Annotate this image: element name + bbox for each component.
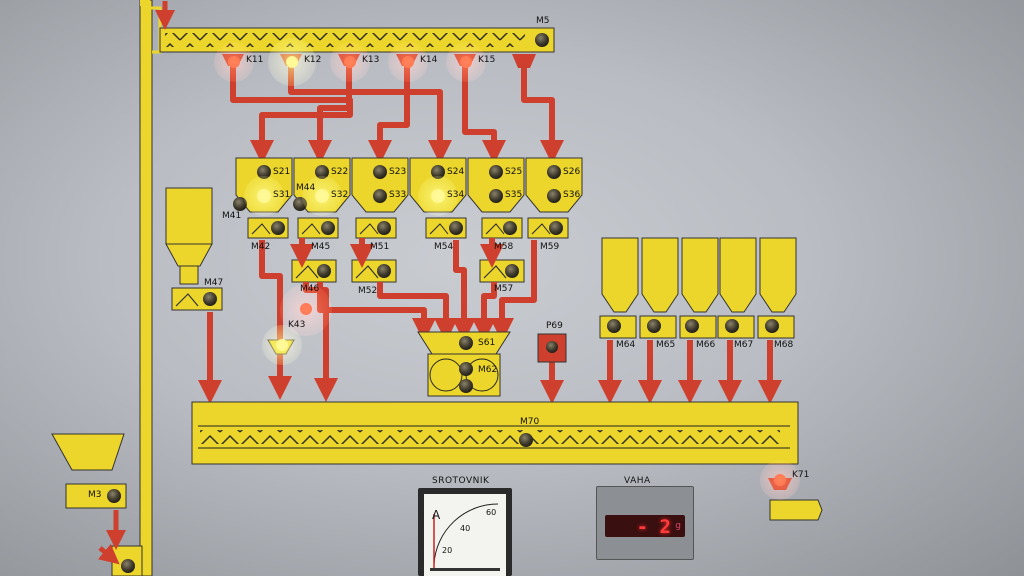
ammeter-title: SROTOVNIK [432, 476, 490, 486]
ammeter-scale-40: 40 [460, 524, 471, 533]
label-k71: K71 [792, 470, 810, 480]
label-s34: S34 [447, 190, 465, 200]
label-m68: M68 [774, 340, 794, 350]
label-m57: M57 [494, 284, 514, 294]
label-m51: M51 [370, 242, 390, 252]
ammeter-scale-20: 20 [442, 546, 453, 555]
label-s24: S24 [447, 167, 465, 177]
label-k12: K12 [304, 55, 322, 65]
scale-title: VAHA [624, 476, 651, 486]
label-s61: S61 [478, 338, 496, 348]
label-k13: K13 [362, 55, 380, 65]
label-m67: M67 [734, 340, 754, 350]
label-s35: S35 [505, 190, 523, 200]
label-m47: M47 [204, 278, 224, 288]
label-s25: S25 [505, 167, 523, 177]
label-m44: M44 [296, 183, 316, 193]
ammeter-scale-60: 60 [486, 508, 497, 517]
ammeter-unit: A [432, 508, 441, 522]
right-silo-pipes [598, 340, 782, 404]
label-s21: S21 [273, 167, 291, 177]
ammeter-scale [430, 503, 500, 571]
label-m59: M59 [540, 242, 560, 252]
m3-transfer-arrow [97, 543, 120, 565]
label-m52: M52 [358, 286, 378, 296]
label-m66: M66 [696, 340, 716, 350]
label-k11: K11 [246, 55, 264, 65]
hopper-m3 [51, 433, 143, 576]
label-s36: S36 [563, 190, 581, 200]
label-s32: S32 [331, 190, 349, 200]
scale-readout: - 2 g [605, 515, 685, 538]
weighing-scale-display: - 2 g [596, 486, 694, 560]
label-s31: S31 [273, 190, 291, 200]
top-conveyor-m5 [155, 1, 555, 53]
label-m58: M58 [494, 242, 514, 252]
label-m70: M70 [520, 417, 540, 427]
screw-feeders-row1 [247, 217, 569, 239]
scale-digits: - 2 [636, 516, 671, 538]
label-m46: M46 [300, 284, 320, 294]
label-s33: S33 [389, 190, 407, 200]
label-s22: S22 [331, 167, 349, 177]
left-supply-pipe [139, 0, 162, 576]
ammeter-face: A 20 40 60 [424, 494, 506, 576]
label-k15: K15 [478, 55, 496, 65]
label-m45: M45 [311, 242, 331, 252]
label-m64: M64 [616, 340, 636, 350]
label-m62: M62 [478, 365, 498, 375]
silo-m47 [165, 187, 223, 311]
label-m41: M41 [222, 211, 242, 221]
label-s26: S26 [563, 167, 581, 177]
label-m5: M5 [536, 16, 550, 26]
status-knobs [107, 33, 779, 573]
label-m42: M42 [251, 242, 271, 252]
label-k43: K43 [288, 320, 306, 330]
label-m65: M65 [656, 340, 676, 350]
label-m54: M54 [434, 242, 454, 252]
ammeter: A 20 40 60 [418, 488, 512, 576]
label-p69: P69 [546, 321, 563, 331]
distribution-pipes [230, 66, 564, 164]
label-k14: K14 [420, 55, 438, 65]
label-s23: S23 [389, 167, 407, 177]
main-conveyor-m70 [191, 401, 799, 465]
scale-unit: g [675, 521, 681, 531]
label-m3: M3 [88, 490, 102, 500]
